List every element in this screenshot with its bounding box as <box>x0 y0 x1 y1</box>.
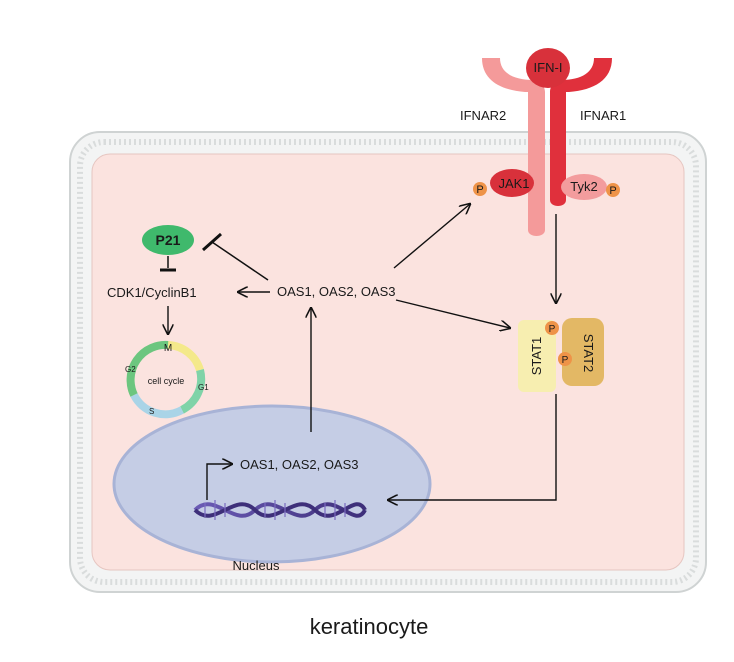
membrane-texture <box>77 139 699 585</box>
phospho-tyk2-label: P <box>609 185 616 197</box>
ifnar2-label: IFNAR2 <box>460 108 506 123</box>
ifnar1-label: IFNAR1 <box>580 108 626 123</box>
ifnar1-receptor <box>550 58 612 206</box>
phase-m-label: M <box>164 343 172 354</box>
cell-cycle-center-label: cell cycle <box>148 376 185 386</box>
oas-inhibit-p21-line <box>211 241 269 281</box>
phospho-stat2 <box>558 352 572 366</box>
oas-to-stat-arrow <box>395 299 510 328</box>
cytoplasm-oas-label: OAS1, OAS2, OAS3 <box>277 284 396 299</box>
oas-inhibit-p21-bar <box>202 232 222 252</box>
phospho-stat1-label: P <box>549 324 556 335</box>
stat1-label: STAT1 <box>529 337 544 376</box>
oas-to-jak1-arrow <box>393 204 470 269</box>
tyk2-label: Tyk2 <box>570 179 597 194</box>
phase-g1-label: G1 <box>198 383 209 392</box>
dna-helix <box>193 500 367 520</box>
phospho-stat2-label: P <box>562 355 569 366</box>
ifn-i-ligand <box>526 48 570 88</box>
stat2-label: STAT2 <box>581 334 596 373</box>
phase-s-label: S <box>149 407 154 416</box>
stat1-box <box>518 320 556 392</box>
phospho-tyk2 <box>606 183 620 197</box>
jak1-kinase <box>490 169 534 197</box>
phospho-jak1-label: P <box>476 184 483 196</box>
nucleus <box>112 404 432 564</box>
ifn-i-label: IFN-I <box>534 60 563 75</box>
p21-label: P21 <box>156 232 181 248</box>
stat-to-nucleus-arrow <box>388 394 557 500</box>
jak1-label: JAK1 <box>498 176 529 191</box>
nucleus-oas-label: OAS1, OAS2, OAS3 <box>240 457 359 472</box>
tyk2-kinase <box>561 174 607 200</box>
phospho-jak1 <box>473 182 487 196</box>
p21-protein <box>142 225 194 255</box>
phospho-stat1 <box>545 321 559 335</box>
phase-g2-label: G2 <box>125 365 136 374</box>
cdk-label: CDK1/CyclinB1 <box>107 285 197 300</box>
stat2-box <box>562 318 604 386</box>
nucleus-label: Nucleus <box>233 558 280 573</box>
diagram-title: keratinocyte <box>310 614 429 639</box>
cell-cycle-ring <box>126 340 206 419</box>
transcription-arrow <box>206 464 232 500</box>
